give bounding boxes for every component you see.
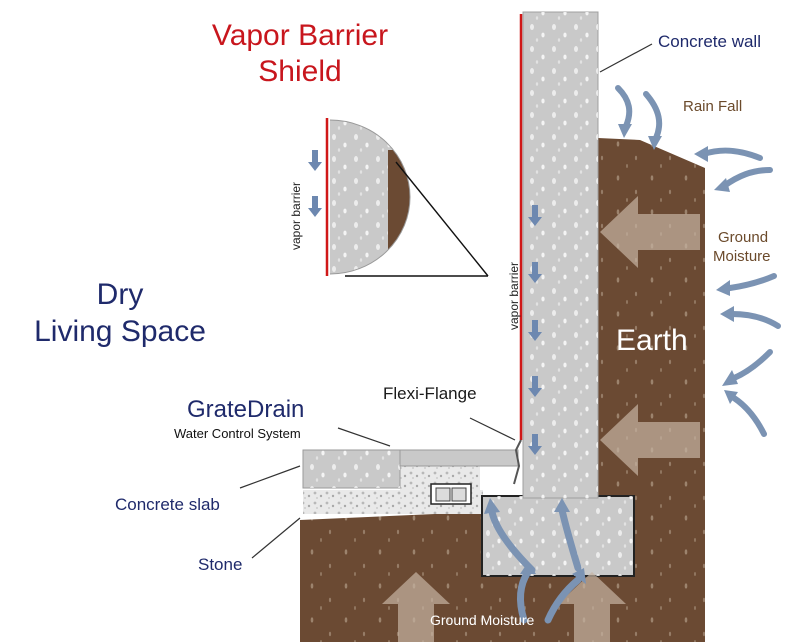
- gratedrain-sub-label: Water Control System: [174, 426, 301, 441]
- ground-moisture-up-arrows: [382, 572, 626, 642]
- rain-fall-label: Rain Fall: [683, 98, 743, 115]
- rain-fall-arrows: [615, 85, 773, 189]
- concrete-wall-label: Concrete wall: [658, 32, 761, 51]
- footing-moisture-arrows: [488, 506, 582, 624]
- flexi-flange: [513, 439, 522, 485]
- vapor-barrier-inset-label: vapor barrier: [289, 181, 303, 250]
- footing-moisture-arrowheads: [484, 498, 586, 584]
- concrete-wall: [522, 11, 599, 499]
- side-moisture-arrowheads: [716, 280, 738, 404]
- vapor-barrier-wall-label: vapor barrier: [507, 261, 521, 330]
- living-space-line1: Dry: [96, 278, 144, 311]
- vapor-barrier-inset: [308, 118, 489, 277]
- rain-fall-arrowheads: [618, 124, 730, 192]
- gratedrain-label: GrateDrain: [187, 396, 305, 423]
- side-moisture-arrows: [727, 273, 781, 437]
- ground-moisture-side-label-1: Ground: [718, 229, 769, 246]
- ground-moisture-side-label-2: Moisture: [713, 248, 771, 265]
- earth-label: Earth: [616, 324, 688, 357]
- concrete-slab-label: Concrete slab: [115, 495, 220, 514]
- leader-lines: [239, 43, 653, 559]
- wall-down-arrows: [528, 205, 542, 455]
- concrete-slab: [302, 449, 519, 489]
- stone-label: Stone: [198, 555, 243, 574]
- living-space-line2: Living Space: [34, 315, 206, 348]
- earth-pressure-arrows: [600, 196, 700, 476]
- gratedrain-channel: [430, 483, 472, 505]
- title-line1: Vapor Barrier: [211, 19, 389, 52]
- title-line2: Shield: [258, 55, 342, 88]
- flexi-flange-label: Flexi-Flange: [383, 384, 477, 403]
- ground-moisture-bottom-label: Ground Moisture: [430, 612, 535, 628]
